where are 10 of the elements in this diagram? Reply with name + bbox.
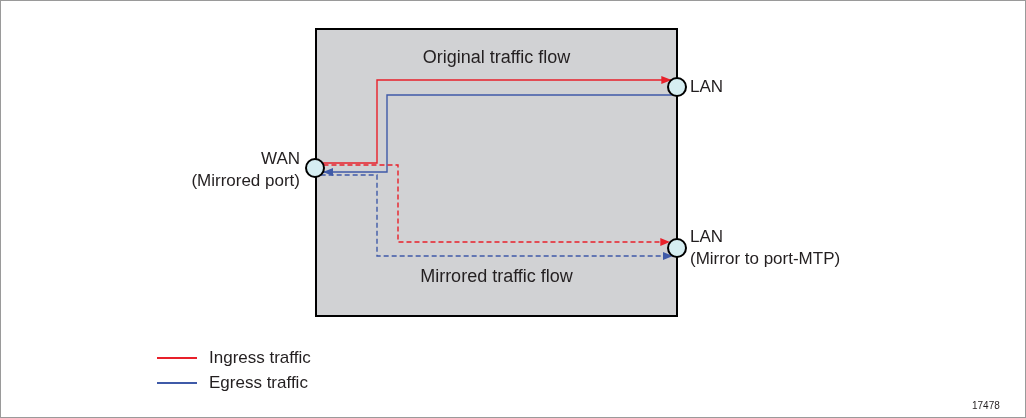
port-label: (Mirror to port-MTP) (690, 248, 841, 270)
figure-number: 17478 (972, 399, 1000, 413)
port-label: (Mirrored port) (191, 170, 300, 192)
flow-label: Original traffic flow (421, 46, 572, 69)
port-label: LAN (690, 76, 724, 98)
flow-label: Mirrored traffic flow (419, 265, 574, 288)
port-label: WAN (260, 148, 300, 170)
legend-label: Ingress traffic (209, 347, 311, 369)
port-label: LAN (690, 226, 725, 248)
legend-label: Egress traffic (209, 372, 308, 394)
